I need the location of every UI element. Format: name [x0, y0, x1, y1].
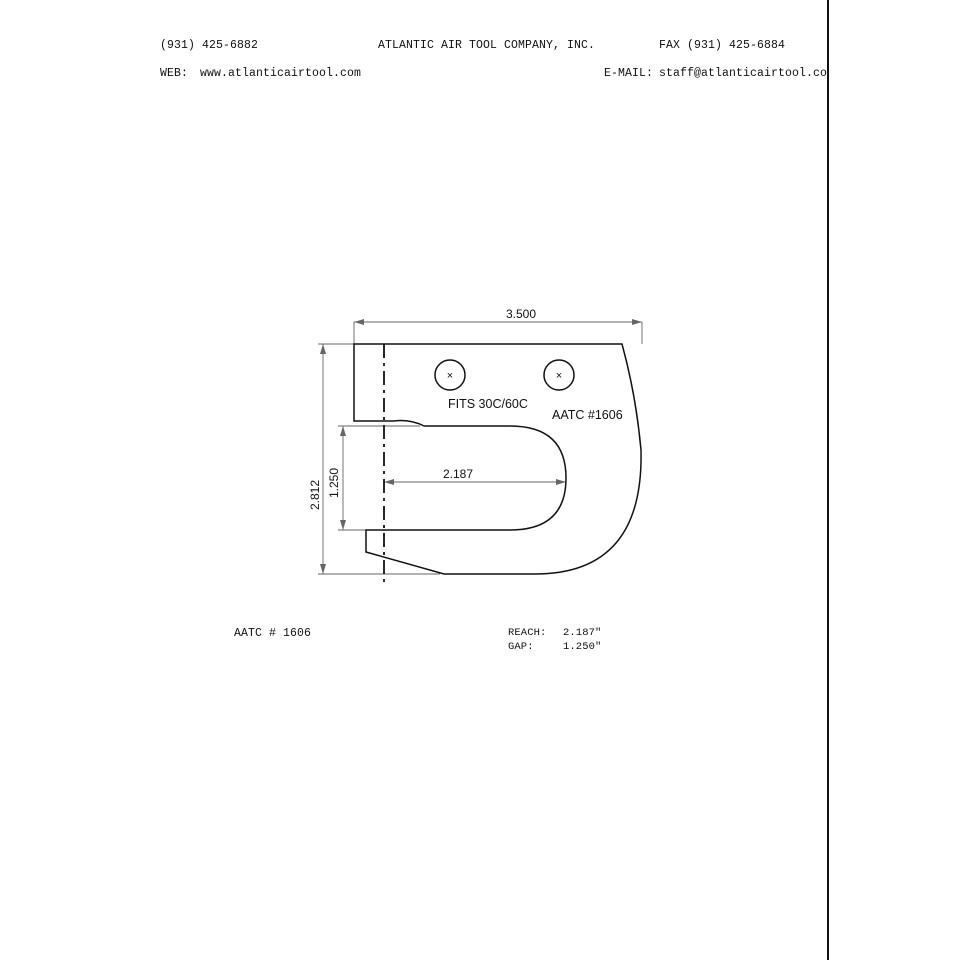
header-fax: FAX (931) 425-6884: [659, 39, 786, 52]
header-web-url[interactable]: www.atlanticairtool.com: [200, 67, 362, 80]
footer-reach-value: 2.187": [563, 627, 602, 639]
gap-dimension-label: 1.250: [327, 468, 341, 498]
hole-mark-right-icon: ×: [556, 370, 562, 382]
mounting-hole-left: [434, 359, 466, 391]
page-edge-line: [827, 0, 829, 960]
height-dimension-label: 2.812: [308, 480, 322, 510]
part-outline: [353, 343, 642, 575]
gap-arrow-top: [340, 426, 346, 436]
footer-reach-label: REACH:: [508, 627, 547, 639]
width-dimension-label: 3.500: [506, 307, 536, 321]
reach-dimension-label: 2.187: [443, 467, 473, 481]
header-email-label: E-MAIL:: [604, 67, 654, 80]
fits-note: FITS 30C/60C: [448, 397, 528, 411]
footer-gap-label: GAP:: [508, 641, 534, 653]
header-phone: (931) 425-6882: [160, 39, 259, 52]
height-arrow-top: [320, 344, 326, 354]
width-arrow-left: [354, 319, 364, 325]
header-web-label: WEB:: [160, 67, 189, 80]
reach-arrow-right: [556, 479, 566, 485]
width-arrow-right: [632, 319, 642, 325]
footer-gap-value: 1.250": [563, 641, 602, 653]
footer-part-label: AATC # 1606: [234, 627, 312, 640]
reach-arrow-left: [384, 479, 394, 485]
gap-arrow-bottom: [340, 520, 346, 530]
hole-mark-left-icon: ×: [447, 370, 453, 382]
height-arrow-bottom: [320, 564, 326, 574]
header-company: ATLANTIC AIR TOOL COMPANY, INC.: [378, 39, 596, 52]
part-number-note: AATC #1606: [552, 408, 623, 422]
header-email[interactable]: staff@atlanticairtool.com: [659, 67, 827, 80]
mounting-hole-right: [543, 359, 575, 391]
